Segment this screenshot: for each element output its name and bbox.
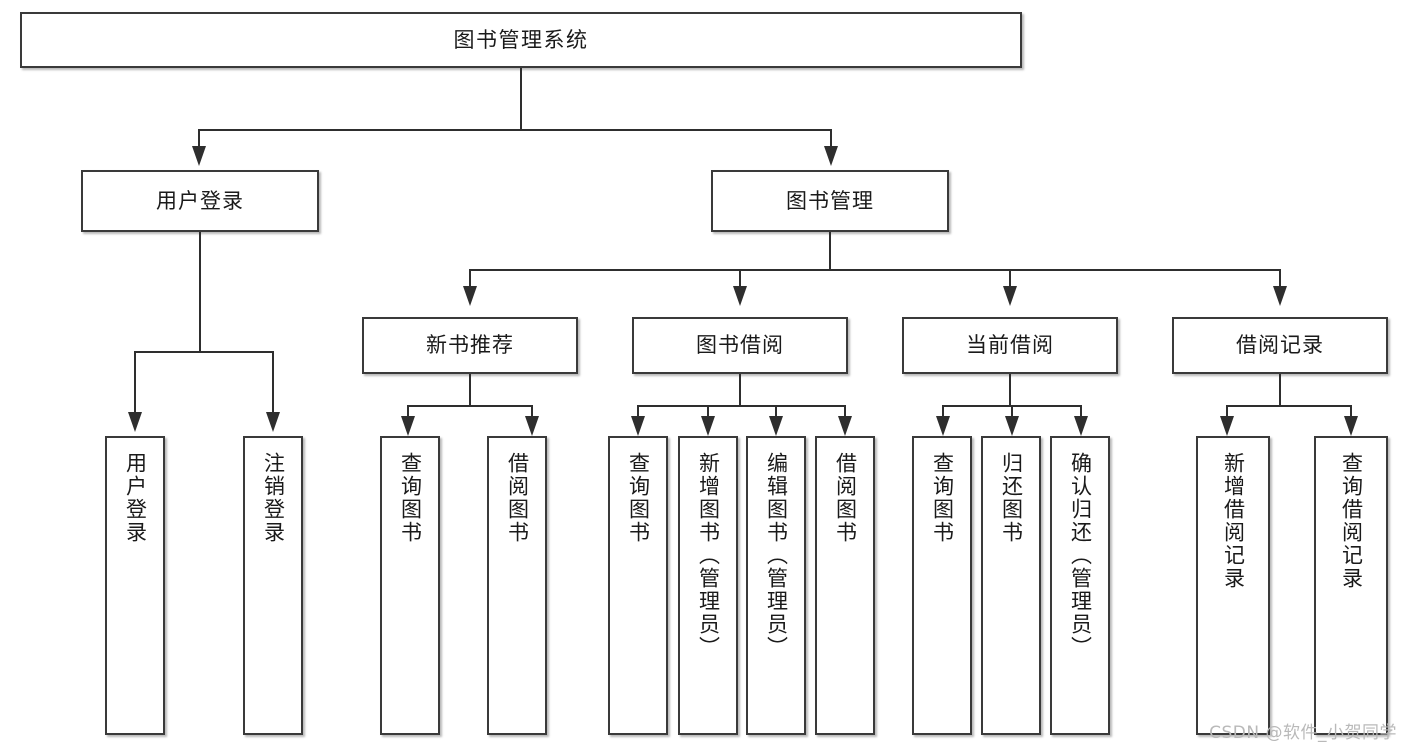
node-label: 确认归还（管理员） <box>1068 452 1093 659</box>
edge-book-borrow-drop-2 <box>707 405 709 417</box>
arrow-borrow-record-leaf-1 <box>1220 416 1234 436</box>
arrow-new-book-leaf-1 <box>401 416 415 436</box>
edge-user-login-stem <box>199 232 201 352</box>
edge-current-borrow-drop-3 <box>1080 405 1082 417</box>
edge-new-book-bus <box>407 405 532 407</box>
arrow-book-mgmt-to-book-borrow <box>733 286 747 306</box>
edge-borrow-record-stem <box>1279 374 1281 406</box>
node-book-management[interactable]: 图书管理 <box>711 170 949 232</box>
edge-current-borrow-stem <box>1009 374 1011 406</box>
edge-root-to-book-mgmt <box>830 129 832 147</box>
leaf-current-borrow-return[interactable]: 归还图书 <box>981 436 1041 735</box>
edge-book-mgmt-drop-2 <box>739 269 741 287</box>
arrow-current-borrow-leaf-3 <box>1074 416 1088 436</box>
arrow-user-login-leaf-1 <box>128 412 142 432</box>
edge-book-borrow-drop-3 <box>775 405 777 417</box>
edge-book-mgmt-drop-1 <box>469 269 471 287</box>
node-label: 图书管理 <box>786 188 874 213</box>
node-label: 新书推荐 <box>426 333 514 358</box>
edge-root-bus <box>198 129 832 131</box>
edge-current-borrow-drop-1 <box>942 405 944 417</box>
arrow-book-borrow-leaf-3 <box>769 416 783 436</box>
node-root-system[interactable]: 图书管理系统 <box>20 12 1022 68</box>
arrow-book-mgmt-to-current-borrow <box>1003 286 1017 306</box>
edge-current-borrow-drop-2 <box>1011 405 1013 417</box>
edge-new-book-drop-2 <box>531 405 533 417</box>
edge-borrow-record-bus <box>1226 405 1351 407</box>
edge-new-book-stem <box>469 374 471 406</box>
edge-root-stem <box>520 68 522 130</box>
node-label: 归还图书 <box>999 452 1024 544</box>
leaf-new-book-query[interactable]: 查询图书 <box>380 436 440 735</box>
leaf-borrow-record-add[interactable]: 新增借阅记录 <box>1196 436 1270 735</box>
node-label: 新增图书（管理员） <box>696 452 721 659</box>
edge-user-login-drop-1 <box>134 351 136 413</box>
node-label: 当前借阅 <box>966 333 1054 358</box>
node-label: 查询图书 <box>930 452 955 544</box>
node-label: 查询借阅记录 <box>1339 452 1364 590</box>
node-label: 编辑图书（管理员） <box>764 452 789 659</box>
node-borrow-record[interactable]: 借阅记录 <box>1172 317 1388 374</box>
node-new-book-recommend[interactable]: 新书推荐 <box>362 317 578 374</box>
node-label: 用户登录 <box>123 452 148 544</box>
arrow-book-mgmt-to-new-book <box>463 286 477 306</box>
leaf-book-borrow-edit-admin[interactable]: 编辑图书（管理员） <box>746 436 806 735</box>
arrow-book-borrow-leaf-4 <box>838 416 852 436</box>
leaf-current-borrow-query[interactable]: 查询图书 <box>912 436 972 735</box>
arrow-book-mgmt-to-borrow-record <box>1273 286 1287 306</box>
arrow-borrow-record-leaf-2 <box>1344 416 1358 436</box>
node-label: 查询图书 <box>398 452 423 544</box>
edge-book-borrow-drop-4 <box>844 405 846 417</box>
arrow-book-borrow-leaf-1 <box>631 416 645 436</box>
edge-book-borrow-bus <box>637 405 845 407</box>
leaf-user-login-login[interactable]: 用户登录 <box>105 436 165 735</box>
edge-book-mgmt-drop-3 <box>1009 269 1011 287</box>
leaf-book-borrow-query[interactable]: 查询图书 <box>608 436 668 735</box>
node-label: 借阅图书 <box>833 452 858 544</box>
node-user-login[interactable]: 用户登录 <box>81 170 319 232</box>
edge-root-to-user-login <box>198 129 200 147</box>
arrow-new-book-leaf-2 <box>525 416 539 436</box>
edge-book-borrow-stem <box>739 374 741 406</box>
arrow-user-login-leaf-2 <box>266 412 280 432</box>
arrow-current-borrow-leaf-2 <box>1005 416 1019 436</box>
arrow-current-borrow-leaf-1 <box>936 416 950 436</box>
node-label: 图书管理系统 <box>453 27 589 52</box>
edge-new-book-drop-1 <box>407 405 409 417</box>
leaf-user-login-logout[interactable]: 注销登录 <box>243 436 303 735</box>
leaf-current-borrow-confirm-admin[interactable]: 确认归还（管理员） <box>1050 436 1110 735</box>
leaf-borrow-record-query[interactable]: 查询借阅记录 <box>1314 436 1388 735</box>
node-label: 新增借阅记录 <box>1221 452 1246 590</box>
edge-book-mgmt-stem <box>829 232 831 270</box>
arrow-book-borrow-leaf-2 <box>701 416 715 436</box>
edge-book-borrow-drop-1 <box>637 405 639 417</box>
node-current-borrow[interactable]: 当前借阅 <box>902 317 1118 374</box>
node-label: 用户登录 <box>156 188 244 213</box>
node-label: 查询图书 <box>626 452 651 544</box>
leaf-book-borrow-add-admin[interactable]: 新增图书（管理员） <box>678 436 738 735</box>
node-book-borrow[interactable]: 图书借阅 <box>632 317 848 374</box>
leaf-book-borrow-borrow[interactable]: 借阅图书 <box>815 436 875 735</box>
arrow-root-to-book-mgmt <box>824 146 838 166</box>
leaf-new-book-borrow[interactable]: 借阅图书 <box>487 436 547 735</box>
node-label: 注销登录 <box>261 452 286 544</box>
node-label: 图书借阅 <box>696 333 784 358</box>
edge-book-mgmt-drop-4 <box>1279 269 1281 287</box>
edge-user-login-drop-2 <box>272 351 274 413</box>
node-label: 借阅图书 <box>505 452 530 544</box>
edge-book-mgmt-bus <box>469 269 1281 271</box>
edge-borrow-record-drop-2 <box>1350 405 1352 417</box>
edge-borrow-record-drop-1 <box>1226 405 1228 417</box>
arrow-root-to-user-login <box>192 146 206 166</box>
edge-user-login-bus <box>134 351 272 353</box>
node-label: 借阅记录 <box>1236 333 1324 358</box>
